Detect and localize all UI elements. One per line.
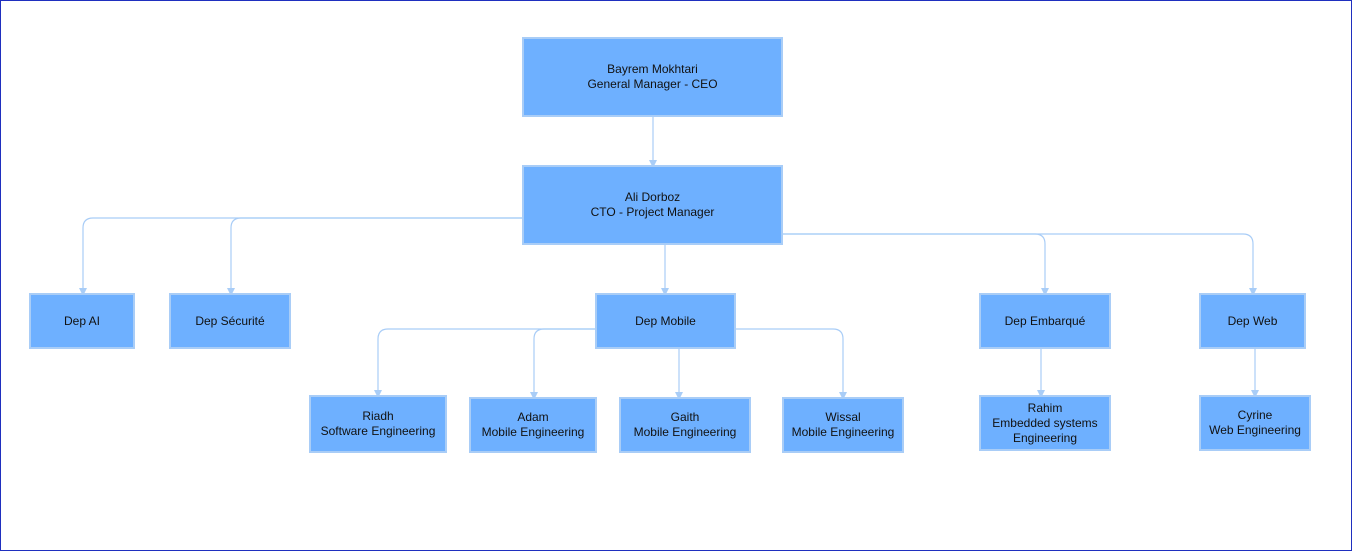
connector-mobile-wissal: [736, 328, 847, 400]
dept-security-label: Dep Sécurité: [195, 313, 265, 328]
ceo-role: General Manager - CEO: [587, 77, 718, 91]
connector-cto-embedded: [783, 233, 1049, 296]
staff-wissal-role: Mobile Engineering: [791, 425, 895, 439]
staff-rahim-name: Rahim: [1027, 400, 1063, 415]
dept-mobile-label: Dep Mobile: [635, 313, 696, 328]
connector-mobile-riadh: [374, 328, 595, 398]
dept-web-label: Dep Web: [1227, 313, 1278, 328]
dept-web-box[interactable]: Dep Web: [1199, 293, 1306, 349]
ceo-name: Bayrem Mokhtari: [607, 62, 698, 76]
staff-rahim-box[interactable]: Rahim Embedded systems Engineering: [979, 395, 1111, 451]
connector-mobile-adam: [530, 328, 595, 400]
staff-adam-box[interactable]: Adam Mobile Engineering: [469, 397, 597, 453]
staff-adam-role: Mobile Engineering: [481, 425, 585, 439]
dept-mobile-box[interactable]: Dep Mobile: [595, 293, 736, 349]
cto-box[interactable]: Ali Dorboz CTO - Project Manager: [522, 165, 783, 245]
staff-cyrine-role: Web Engineering: [1209, 423, 1301, 437]
connector-cto-web: [783, 233, 1257, 296]
staff-wissal-name: Wissal: [825, 410, 861, 424]
staff-adam-name: Adam: [517, 410, 549, 424]
staff-cyrine-name: Cyrine: [1237, 408, 1273, 422]
cto-role: CTO - Project Manager: [590, 205, 715, 219]
connector-cto-security: [227, 217, 522, 296]
staff-cyrine-box[interactable]: Cyrine Web Engineering: [1199, 395, 1311, 451]
dept-embedded-label: Dep Embarqué: [1004, 313, 1086, 328]
ceo-box[interactable]: Bayrem Mokhtari General Manager - CEO: [522, 37, 783, 117]
dept-ai-box[interactable]: Dep AI: [29, 293, 135, 349]
dept-ai-label: Dep AI: [63, 313, 101, 328]
staff-gaith-name: Gaith: [670, 410, 700, 424]
staff-riadh-name: Riadh: [362, 409, 394, 423]
staff-gaith-box[interactable]: Gaith Mobile Engineering: [619, 397, 751, 453]
dept-embedded-box[interactable]: Dep Embarqué: [979, 293, 1111, 349]
staff-riadh-role: Software Engineering: [320, 424, 436, 438]
staff-wissal-box[interactable]: Wissal Mobile Engineering: [782, 397, 904, 453]
staff-riadh-box[interactable]: Riadh Software Engineering: [309, 395, 447, 453]
cto-name: Ali Dorboz: [624, 190, 681, 204]
staff-rahim-role: Embedded systems Engineering: [992, 415, 1098, 445]
connector-cto-ai: [79, 217, 522, 296]
staff-gaith-role: Mobile Engineering: [633, 425, 737, 439]
dept-security-box[interactable]: Dep Sécurité: [169, 293, 291, 349]
